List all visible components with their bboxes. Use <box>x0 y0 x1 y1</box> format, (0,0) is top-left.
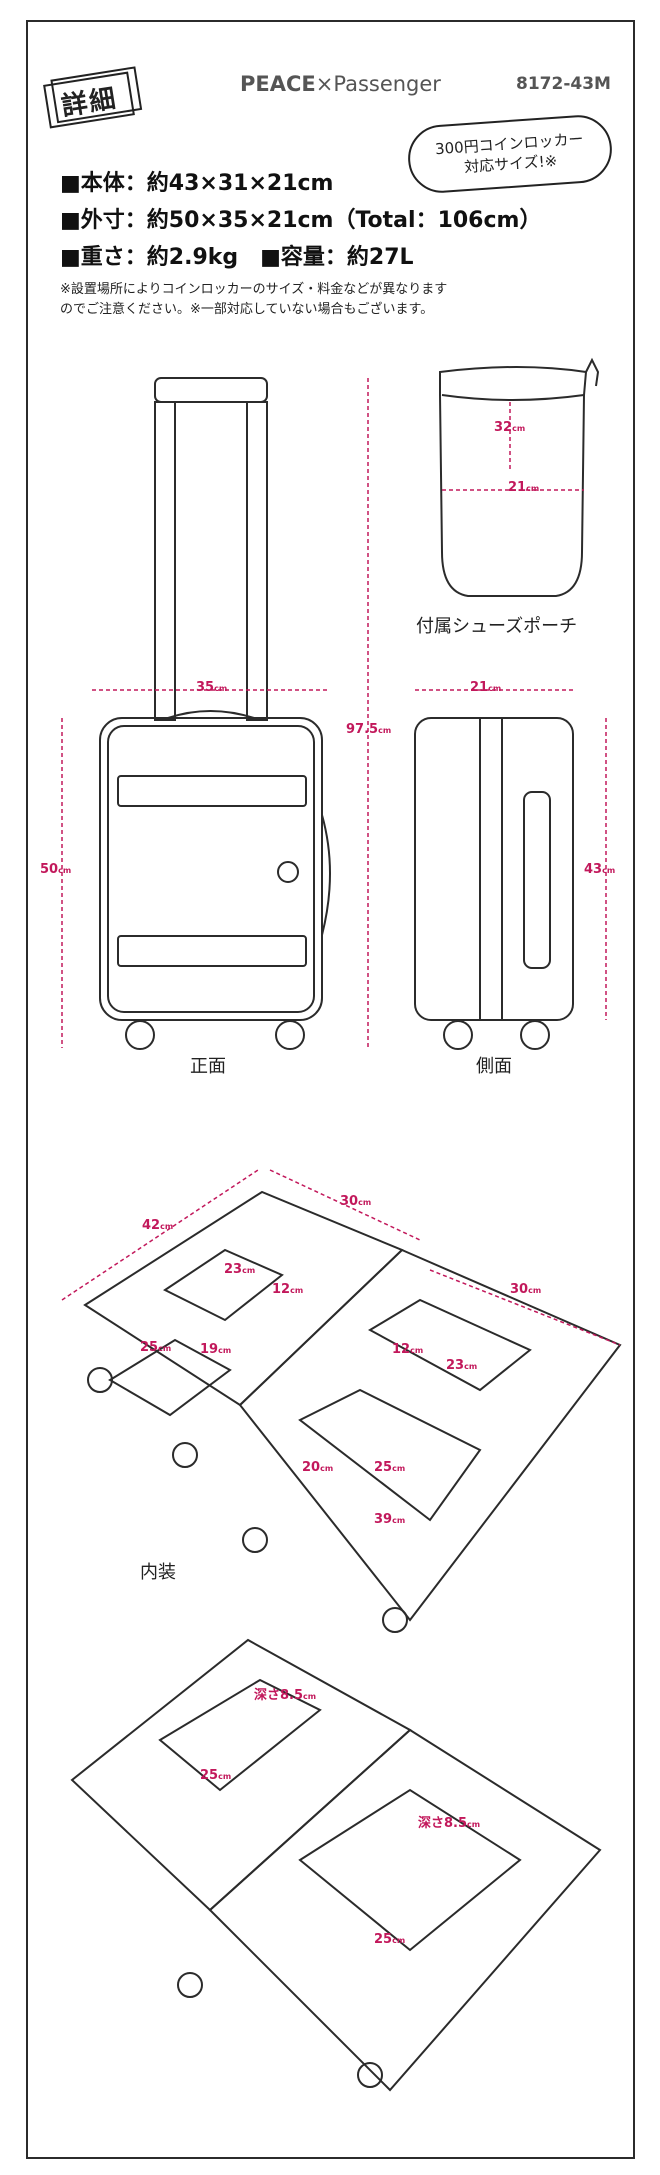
note-line-1: ※設置場所によりコインロッカーのサイズ・料金などが異なります <box>60 282 448 297</box>
dim-low-25a: 25cm <box>200 1768 232 1783</box>
note-line-2: のでご注意ください。※一部対応していない場合もございます。 <box>60 302 434 317</box>
dim-side-width: 21cm <box>470 680 502 695</box>
dim-depth-b: 深さ8.5cm <box>418 1816 481 1831</box>
interior-upper-drawing <box>83 1190 404 1407</box>
front-wheel-right <box>275 1020 305 1050</box>
dim-pouch-height: 32cm <box>494 420 526 435</box>
caption-side: 側面 <box>476 1056 512 1077</box>
dim-low-25b: 25cm <box>374 1932 406 1947</box>
brand-peace: PEACE <box>240 72 316 96</box>
caption-interior: 内装 <box>140 1562 176 1583</box>
spec-weight-capacity: ■重さ：約2.9kg ■容量：約27L <box>60 245 414 270</box>
dim-int-25a: 25cm <box>140 1340 172 1355</box>
trolley-handle <box>154 377 268 403</box>
model-number: 8172-43M <box>516 74 611 94</box>
dim-pouch-width: 21cm <box>508 480 540 495</box>
dim-int-23a: 23cm <box>224 1262 256 1277</box>
pouch-cord <box>585 357 600 387</box>
dim-int-20: 20cm <box>302 1460 334 1475</box>
shoe-pouch-drawing <box>439 366 588 597</box>
caption-pouch: 付属シューズポーチ <box>416 616 578 637</box>
dim-int-19: 19cm <box>200 1342 232 1357</box>
caption-front: 正面 <box>190 1056 226 1077</box>
dim-front-height: 50cm <box>40 862 72 877</box>
spec-outer-size: ■外寸：約50×35×21cm（Total：106cm） <box>60 208 542 233</box>
page-frame <box>26 20 635 2159</box>
front-suitcase-drawing <box>99 717 323 1021</box>
spec-body-size: ■本体：約43×31×21cm <box>60 171 334 196</box>
brand-logo: PEACE×Passenger <box>240 72 441 96</box>
side-wheel-left <box>443 1020 473 1050</box>
dim-depth-a: 深さ8.5cm <box>254 1688 317 1703</box>
dim-line-int-42 <box>61 1169 259 1301</box>
dim-int-23b: 23cm <box>446 1358 478 1373</box>
brand-times: × <box>315 72 334 96</box>
dim-int-25b: 25cm <box>374 1460 406 1475</box>
dim-int-12b: 12cm <box>392 1342 424 1357</box>
dim-line-int-30b <box>429 1269 621 1346</box>
dim-int-30-right: 30cm <box>510 1282 542 1297</box>
side-wheel-right <box>520 1020 550 1050</box>
front-wheel-left <box>125 1020 155 1050</box>
dim-total-height: 97.5cm <box>346 722 392 737</box>
dim-int-39: 39cm <box>374 1512 406 1527</box>
brand-passenger: Passenger <box>333 72 441 96</box>
dim-int-42: 42cm <box>142 1218 174 1233</box>
dim-side-height: 43cm <box>584 862 616 877</box>
dim-front-width: 35cm <box>196 680 228 695</box>
dim-int-12a: 12cm <box>272 1282 304 1297</box>
dim-int-30-top: 30cm <box>340 1194 372 1209</box>
